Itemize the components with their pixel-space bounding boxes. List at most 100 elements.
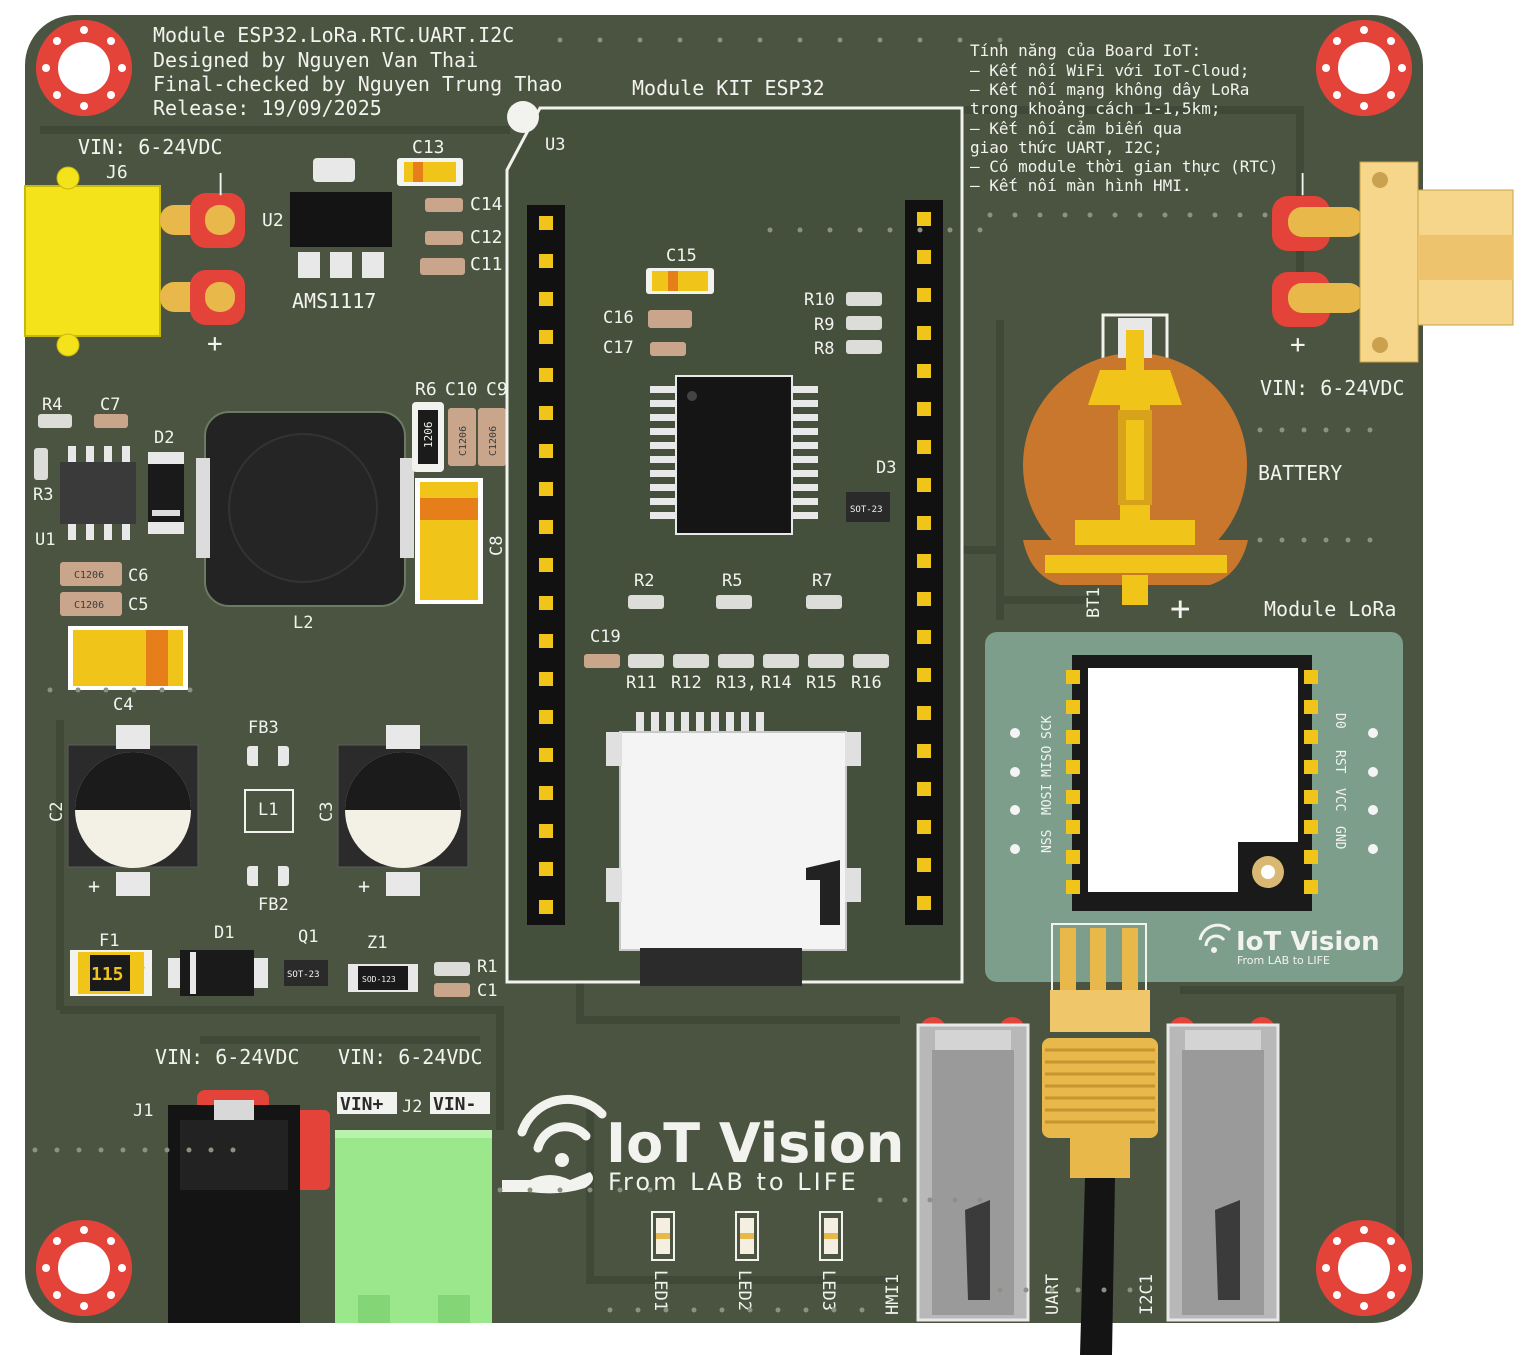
via xyxy=(1345,427,1351,433)
ref-led2: LED2 xyxy=(734,1270,754,1311)
label-vin-right: VIN: 6-24VDC xyxy=(1260,376,1405,400)
castellation xyxy=(1066,850,1080,864)
ref-r12: R12 xyxy=(671,673,702,693)
battery-holder-bt1: BT1 + BATTERY xyxy=(1023,313,1342,629)
ref-c17: C17 xyxy=(603,338,634,358)
header-pin xyxy=(917,668,931,682)
via xyxy=(597,37,603,43)
smd-part xyxy=(673,654,709,668)
ref-c19: C19 xyxy=(590,627,621,647)
header-pin xyxy=(917,858,931,872)
ic-pin xyxy=(650,512,676,519)
ic-pin xyxy=(650,428,676,435)
lora-pin-d0: D0 xyxy=(1332,713,1347,729)
electrolytic-c3: C3 + xyxy=(317,725,469,898)
smd-part xyxy=(808,654,844,668)
sd-pin xyxy=(696,712,704,734)
via xyxy=(557,37,563,43)
label-battery: BATTERY xyxy=(1258,461,1342,485)
ic-pin xyxy=(792,386,818,393)
via xyxy=(977,1197,983,1203)
via xyxy=(997,37,1003,43)
ref-r6: R6 xyxy=(415,379,437,400)
via xyxy=(691,1307,697,1313)
label-ams1117: AMS1117 xyxy=(292,289,376,313)
via xyxy=(142,1147,148,1153)
via xyxy=(1101,1287,1107,1293)
header-pin xyxy=(917,706,931,720)
via xyxy=(527,1187,533,1193)
label-vin-plus: VIN+ xyxy=(340,1094,384,1115)
ref-l1: L1 xyxy=(258,800,278,820)
via xyxy=(1367,427,1373,433)
via xyxy=(1345,537,1351,543)
header-pin xyxy=(539,406,553,420)
ref-r13: R13, xyxy=(716,673,757,693)
ref-u2: U2 xyxy=(262,210,284,231)
brand-logo: IoT Vision From LAB to LIFE xyxy=(502,1094,904,1196)
ref-r14: R14 xyxy=(761,673,792,693)
header-pin xyxy=(917,326,931,340)
via xyxy=(208,1147,214,1153)
board-info-release: Release: 19/09/2025 xyxy=(153,96,382,120)
ref-c16: C16 xyxy=(603,308,634,328)
via xyxy=(1262,212,1268,218)
via xyxy=(677,37,683,43)
via xyxy=(827,227,833,233)
input-caps: C1206 C1206 C6 C5 C4 xyxy=(60,562,188,715)
ref-r5: R5 xyxy=(722,571,742,591)
via xyxy=(997,1287,1003,1293)
header-pin xyxy=(539,216,553,230)
mounting-hole-br xyxy=(1316,1220,1412,1316)
header-pin xyxy=(539,900,553,914)
ref-j6: J6 xyxy=(106,162,128,183)
ic-pin xyxy=(792,400,818,407)
mark-c5: C1206 xyxy=(74,600,104,611)
header-pin xyxy=(917,592,931,606)
via xyxy=(131,687,137,693)
via xyxy=(159,687,165,693)
castellation xyxy=(1304,670,1318,684)
mounting-hole-tr xyxy=(1316,20,1412,116)
dc-jack-j1: VIN: 6-24VDC J1 xyxy=(133,1045,330,1323)
castellation xyxy=(1066,880,1080,894)
via xyxy=(1075,1287,1081,1293)
header-pin xyxy=(917,782,931,796)
ic-pin xyxy=(792,512,818,519)
via xyxy=(1367,537,1373,543)
castellation xyxy=(1066,790,1080,804)
lora-pin-miso: MISO xyxy=(1040,746,1055,777)
label-vin-j2: VIN: 6-24VDC xyxy=(338,1045,483,1069)
via xyxy=(647,1187,653,1193)
header-pin xyxy=(539,824,553,838)
via xyxy=(103,687,109,693)
ref-r15: R15 xyxy=(806,673,837,693)
via xyxy=(47,687,53,693)
header-pin xyxy=(539,862,553,876)
castellation xyxy=(1304,820,1318,834)
sd-pin xyxy=(756,712,764,734)
header-pin xyxy=(539,254,553,268)
via xyxy=(76,1147,82,1153)
via xyxy=(775,1307,781,1313)
ref-l2: L2 xyxy=(293,613,313,633)
via xyxy=(1062,212,1068,218)
ref-i2c1: I2C1 xyxy=(1137,1274,1157,1315)
via xyxy=(797,37,803,43)
via xyxy=(1237,212,1243,218)
header-pin xyxy=(917,250,931,264)
via xyxy=(947,227,953,233)
via xyxy=(917,37,923,43)
header-pin xyxy=(917,744,931,758)
header-pin xyxy=(539,786,553,800)
ref-r7: R7 xyxy=(812,571,832,591)
ref-r1: R1 xyxy=(477,957,497,977)
via xyxy=(1323,537,1329,543)
j6-plus: + xyxy=(207,329,223,359)
ref-u1: U1 xyxy=(35,530,55,550)
via xyxy=(1112,212,1118,218)
ref-c2: C2 xyxy=(47,802,67,822)
led-group: LED1 LED2 LED3 xyxy=(650,1211,843,1311)
lora-pin-vcc: VCC xyxy=(1332,788,1347,811)
sd-pin xyxy=(636,712,644,734)
